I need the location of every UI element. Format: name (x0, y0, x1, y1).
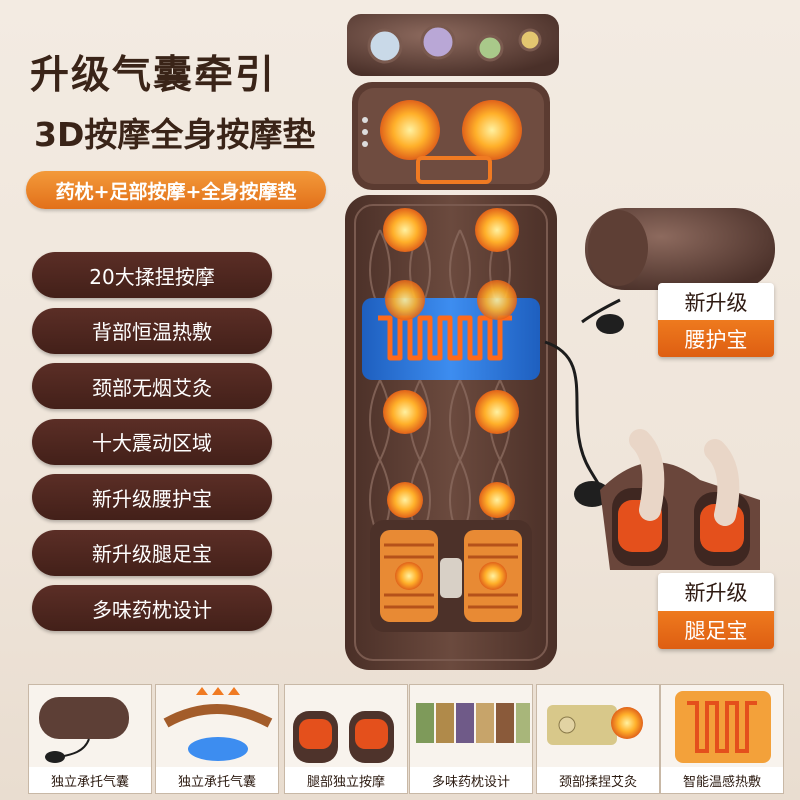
feature-pill-waist: 新升级腰护宝 (32, 474, 272, 520)
thumbnail-heat: 智能温感热敷 (660, 684, 784, 794)
herbal-pillow-icon (416, 703, 530, 743)
thumbnail-caption: 独立承托气囊 (29, 767, 151, 793)
body-mat (345, 195, 557, 670)
thumbnail-caption: 独立承托气囊 (156, 767, 278, 793)
massage-mat-illustration (345, 14, 775, 670)
leg-callout: 新升级 腿足宝 (658, 573, 774, 649)
waist-callout-bottom: 腰护宝 (658, 320, 774, 357)
waist-callout: 新升级 腰护宝 (658, 283, 774, 357)
heat-pad-icon (675, 691, 771, 763)
thumbnail-caption: 智能温感热敷 (661, 767, 783, 793)
thumbnail-caption: 颈部揉捏艾灸 (537, 767, 659, 793)
leg-massager (600, 429, 760, 570)
airbag-icon (163, 687, 273, 761)
page-subtitle: 3D按摩全身按摩垫 (34, 115, 316, 154)
feature-pill-pillow: 多味药枕设计 (32, 585, 272, 631)
feature-pill-heat: 背部恒温热敷 (32, 307, 272, 354)
feature-list: 20大揉捏按摩 背部恒温热敷 颈部无烟艾灸 十大震动区域 新升级腰护宝 新升级腿… (32, 252, 272, 641)
thumbnail-pillow-pump: 独立承托气囊 (28, 684, 152, 794)
neck-massager (352, 82, 550, 190)
herbal-pillow (347, 14, 559, 76)
thumbnail-airbag: 独立承托气囊 (155, 684, 279, 794)
feature-pill-moxibustion: 颈部无烟艾灸 (32, 363, 272, 409)
thumbnail-strip: 独立承托气囊 独立承托气囊 腿部独立按摩 (0, 684, 800, 800)
feature-pill-vibration: 十大震动区域 (32, 418, 272, 465)
leg-callout-top: 新升级 (658, 573, 774, 611)
thumbnail-leg: 腿部独立按摩 (284, 684, 408, 794)
feature-pill-leg: 新升级腿足宝 (32, 529, 272, 576)
page-title: 升级气囊牵引 (30, 53, 277, 98)
waist-pillow (585, 208, 775, 290)
waist-callout-top: 新升级 (658, 283, 774, 320)
feature-pill-kneading: 20大揉捏按摩 (32, 252, 272, 298)
pillow-pump-icon (39, 697, 129, 763)
highlight-badge: 药枕+足部按摩+全身按摩垫 (26, 171, 326, 209)
thumbnail-caption: 腿部独立按摩 (285, 767, 407, 793)
thumbnail-herbal: 多味药枕设计 (409, 684, 533, 794)
neck-kneading-icon (547, 705, 643, 745)
thumbnail-caption: 多味药枕设计 (410, 767, 532, 793)
thumbnail-neck: 颈部揉捏艾灸 (536, 684, 660, 794)
leg-massager-icon (293, 711, 394, 763)
leg-callout-bottom: 腿足宝 (658, 611, 774, 649)
